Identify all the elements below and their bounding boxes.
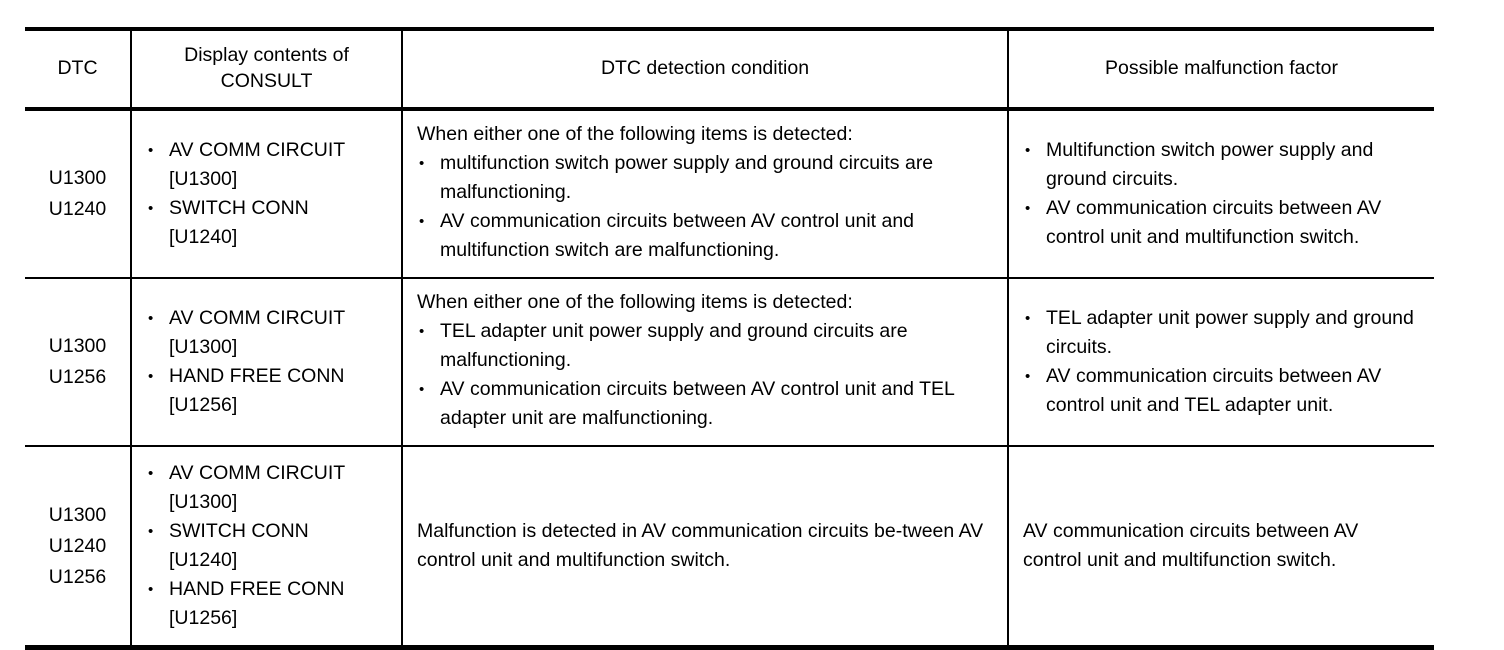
- table-row: U1300 U1240 U1256 AV COMM CIRCUIT [U1300…: [25, 446, 1434, 648]
- consult-item-list: AV COMM CIRCUIT [U1300] HAND FREE CONN […: [146, 304, 395, 420]
- condition-item-list: TEL adapter unit power supply and ground…: [417, 317, 1001, 433]
- cell-consult-display: AV COMM CIRCUIT [U1300] HAND FREE CONN […: [130, 278, 402, 446]
- list-item: AV communication circuits between AV con…: [417, 207, 1001, 265]
- cell-malfunction-factor: AV communication circuits between AV con…: [1007, 446, 1434, 648]
- cell-detection-condition: When either one of the following items i…: [401, 109, 1008, 278]
- cell-consult-display: AV COMM CIRCUIT [U1300] SWITCH CONN [U12…: [130, 109, 402, 278]
- list-item: AV communication circuits between AV con…: [1023, 362, 1428, 420]
- condition-paragraph: Malfunction is detected in AV communicat…: [417, 520, 984, 571]
- table-body: U1300 U1240 AV COMM CIRCUIT [U1300] SWIT…: [25, 109, 1434, 648]
- cell-consult-display: AV COMM CIRCUIT [U1300] SWITCH CONN [U12…: [130, 446, 402, 648]
- list-item: multifunction switch power supply and gr…: [417, 149, 1001, 207]
- list-item: AV communication circuits between AV con…: [1023, 194, 1428, 252]
- list-item: HAND FREE CONN [U1256]: [146, 575, 395, 633]
- column-header-dtc: DTC: [25, 29, 131, 109]
- table-row: U1300 U1240 AV COMM CIRCUIT [U1300] SWIT…: [25, 109, 1434, 278]
- list-item: AV communication circuits between AV con…: [417, 375, 1001, 433]
- dtc-diagnosis-table: DTC Display contents of CONSULT DTC dete…: [25, 27, 1434, 650]
- list-item: AV COMM CIRCUIT [U1300]: [146, 459, 395, 517]
- consult-item-list: AV COMM CIRCUIT [U1300] SWITCH CONN [U12…: [146, 136, 395, 252]
- list-item: SWITCH CONN [U1240]: [146, 194, 395, 252]
- header-row: DTC Display contents of CONSULT DTC dete…: [25, 29, 1434, 109]
- table-row: U1300 U1256 AV COMM CIRCUIT [U1300] HAND…: [25, 278, 1434, 446]
- list-item: TEL adapter unit power supply and ground…: [1023, 304, 1428, 362]
- cell-dtc-codes: U1300 U1240 U1256: [25, 446, 131, 648]
- list-item: TEL adapter unit power supply and ground…: [417, 317, 1001, 375]
- factor-item-list: TEL adapter unit power supply and ground…: [1023, 304, 1428, 420]
- cell-detection-condition: When either one of the following items i…: [401, 278, 1008, 446]
- column-header-detection-condition: DTC detection condition: [401, 29, 1008, 109]
- cell-dtc-codes: U1300 U1256: [25, 278, 131, 446]
- column-header-consult: Display contents of CONSULT: [130, 29, 402, 109]
- factor-paragraph: AV communication circuits between AV con…: [1023, 520, 1359, 571]
- list-item: Multifunction switch power supply and gr…: [1023, 136, 1428, 194]
- condition-lead-text: When either one of the following items i…: [417, 123, 853, 145]
- condition-lead-text: When either one of the following items i…: [417, 291, 853, 313]
- column-header-malfunction-factor: Possible malfunction factor: [1007, 29, 1434, 109]
- factor-item-list: Multifunction switch power supply and gr…: [1023, 136, 1428, 252]
- cell-detection-condition: Malfunction is detected in AV communicat…: [401, 446, 1008, 648]
- list-item: AV COMM CIRCUIT [U1300]: [146, 136, 395, 194]
- list-item: HAND FREE CONN [U1256]: [146, 362, 395, 420]
- cell-dtc-codes: U1300 U1240: [25, 109, 131, 278]
- cell-malfunction-factor: Multifunction switch power supply and gr…: [1007, 109, 1434, 278]
- consult-item-list: AV COMM CIRCUIT [U1300] SWITCH CONN [U12…: [146, 459, 395, 633]
- table-header: DTC Display contents of CONSULT DTC dete…: [25, 29, 1434, 109]
- list-item: AV COMM CIRCUIT [U1300]: [146, 304, 395, 362]
- list-item: SWITCH CONN [U1240]: [146, 517, 395, 575]
- cell-malfunction-factor: TEL adapter unit power supply and ground…: [1007, 278, 1434, 446]
- condition-item-list: multifunction switch power supply and gr…: [417, 149, 1001, 265]
